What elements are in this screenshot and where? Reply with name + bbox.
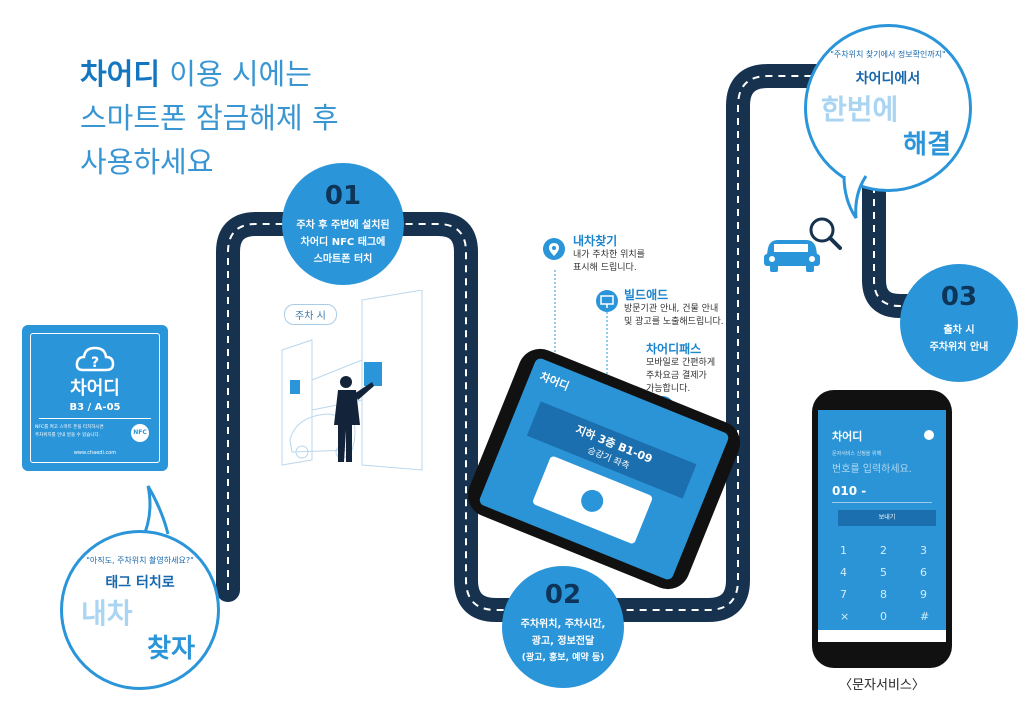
- bubble-tail-right: [842, 175, 868, 219]
- billboard-icon: [596, 290, 618, 312]
- phone-number-input[interactable]: 010 -: [832, 484, 867, 498]
- nfc-icon-label: NFC: [133, 429, 147, 436]
- speech-bubble-right: "주차위치 찾기에서 정보확인까지" 차어디에서 한번에 해결: [804, 24, 972, 192]
- tag-desc-1: NFC를 켜고 스마트 폰을 터치하시면: [35, 425, 104, 430]
- svg-text:?: ?: [91, 355, 99, 371]
- bubble-quote: "주차위치 찾기에서 정보확인까지": [830, 50, 946, 59]
- phone-screen: 차어디 문자서비스 신청을 위해 번호를 입력하세요. 010 - 보내기 1 …: [818, 410, 946, 642]
- bubble-big-1: 한번에: [821, 93, 899, 126]
- bubble-quote: "아직도, 주차위치 촬영하세요?": [86, 556, 194, 565]
- sms-caption: 〈문자서비스〉: [839, 678, 925, 693]
- step-number: 01: [324, 181, 362, 211]
- feature-desc: 주차요금 결제가: [646, 371, 707, 381]
- headline-line2: 스마트폰 잠금해제 후: [80, 101, 339, 135]
- parking-scene: 주차 시: [272, 290, 462, 480]
- step-number: 03: [940, 282, 978, 312]
- nfc-icon: NFC: [131, 424, 149, 442]
- key[interactable]: 6: [920, 566, 927, 579]
- key[interactable]: #: [920, 610, 930, 623]
- phone-sms-service: 차어디 문자서비스 신청을 위해 번호를 입력하세요. 010 - 보내기 1 …: [812, 390, 952, 668]
- headline: 차어디 이용 시에는 스마트폰 잠금해제 후 사용하세요: [80, 52, 339, 184]
- tag-location: B3 / A-05: [69, 402, 121, 413]
- nfc-tag: ? 차어디 B3 / A-05 NFC를 켜고 스마트 폰을 터치하시면 주차위…: [22, 325, 168, 471]
- key[interactable]: ×: [840, 610, 850, 623]
- car-search-icon: [764, 217, 842, 272]
- feature-desc: 내가 주차한 위치를: [573, 250, 645, 260]
- feature-desc: 및 광고를 노출해드립니다.: [624, 317, 724, 327]
- key[interactable]: 9: [920, 588, 927, 601]
- feature-desc: 가능합니다.: [646, 384, 691, 394]
- phone-brand: 차어디: [832, 430, 863, 443]
- phone-brand: 차어디: [537, 369, 571, 394]
- step-01-circle: 01 주차 후 주변에 설치된 차어디 NFC 태그에 스마트폰 터치: [282, 163, 404, 285]
- step-text: 차어디 NFC 태그에: [300, 237, 386, 248]
- step-text: 주차 후 주변에 설치된: [296, 220, 390, 231]
- bubble-big-2: 찾자: [147, 634, 195, 664]
- key[interactable]: 1: [840, 544, 847, 557]
- key[interactable]: 5: [880, 566, 887, 579]
- close-icon[interactable]: [924, 430, 934, 440]
- bubble-big-1: 내차: [81, 597, 133, 630]
- step-02-circle: 02 주차위치, 주차시간, 광고, 정보전달 (광고, 홍보, 예약 등): [502, 566, 624, 688]
- feature-title: 차어디패스: [646, 342, 702, 356]
- step-text: 출차 시: [943, 325, 975, 336]
- tag-divider: [39, 418, 151, 419]
- key[interactable]: 7: [840, 588, 847, 601]
- step-text: 주차위치, 주차시간,: [520, 619, 606, 630]
- hint-text: 문자서비스 신청을 위해: [832, 451, 882, 457]
- tag-url: www.chaedi.com: [73, 450, 117, 456]
- bubble-tail-left: [140, 485, 170, 541]
- feature-desc: 모바일로 간편하게: [646, 358, 716, 368]
- key[interactable]: 0: [880, 610, 887, 623]
- parking-illustration: [281, 290, 423, 471]
- step-text: 주차위치 안내: [929, 342, 989, 353]
- key[interactable]: 8: [880, 588, 887, 601]
- phone-number-placeholder: 번호를 입력하세요.: [832, 464, 912, 475]
- step-03-circle: 03 출차 시 주차위치 안내: [900, 264, 1018, 382]
- phone-footer: [818, 630, 946, 642]
- nfc-tag-border: ? 차어디 B3 / A-05 NFC를 켜고 스마트 폰을 터치하시면 주차위…: [30, 333, 160, 463]
- input-underline: [832, 502, 932, 503]
- feature-title: 빌드애드: [624, 288, 669, 302]
- headline-line1: 이용 시에는: [160, 57, 312, 91]
- tag-brand: 차어디: [70, 378, 120, 399]
- headline-line3: 사용하세요: [80, 145, 214, 179]
- tag-desc-2: 주차위치를 안내 받을 수 있습니다.: [35, 433, 101, 438]
- send-button-label: 보내기: [878, 514, 896, 521]
- bubble-title: 차어디에서: [855, 71, 921, 87]
- parking-label: 주차 시: [284, 304, 337, 325]
- key[interactable]: 4: [840, 566, 847, 579]
- bubble-big-2: 해결: [903, 130, 951, 160]
- location-pin-icon: [543, 238, 565, 260]
- key[interactable]: 2: [880, 544, 887, 557]
- parking-label-text: 주차 시: [295, 311, 326, 322]
- feature-desc: 표시해 드립니다.: [573, 263, 637, 273]
- step-text: 스마트폰 터치: [313, 254, 373, 265]
- step-text: 광고, 정보전달: [531, 636, 595, 647]
- feature-title: 내차찾기: [573, 234, 618, 248]
- bubble-title: 태그 터치로: [105, 575, 175, 591]
- step-text: (광고, 홍보, 예약 등): [521, 653, 605, 663]
- send-button[interactable]: 보내기: [838, 510, 936, 526]
- step-number: 02: [544, 580, 582, 610]
- cloud-question-icon: ?: [75, 346, 115, 372]
- speech-bubble-left: "아직도, 주차위치 촬영하세요?" 태그 터치로 내차 찾자: [60, 530, 220, 690]
- key[interactable]: 3: [920, 544, 927, 557]
- feature-desc: 방문기관 안내, 건물 안내: [624, 304, 719, 314]
- headline-brand: 차어디: [80, 57, 161, 91]
